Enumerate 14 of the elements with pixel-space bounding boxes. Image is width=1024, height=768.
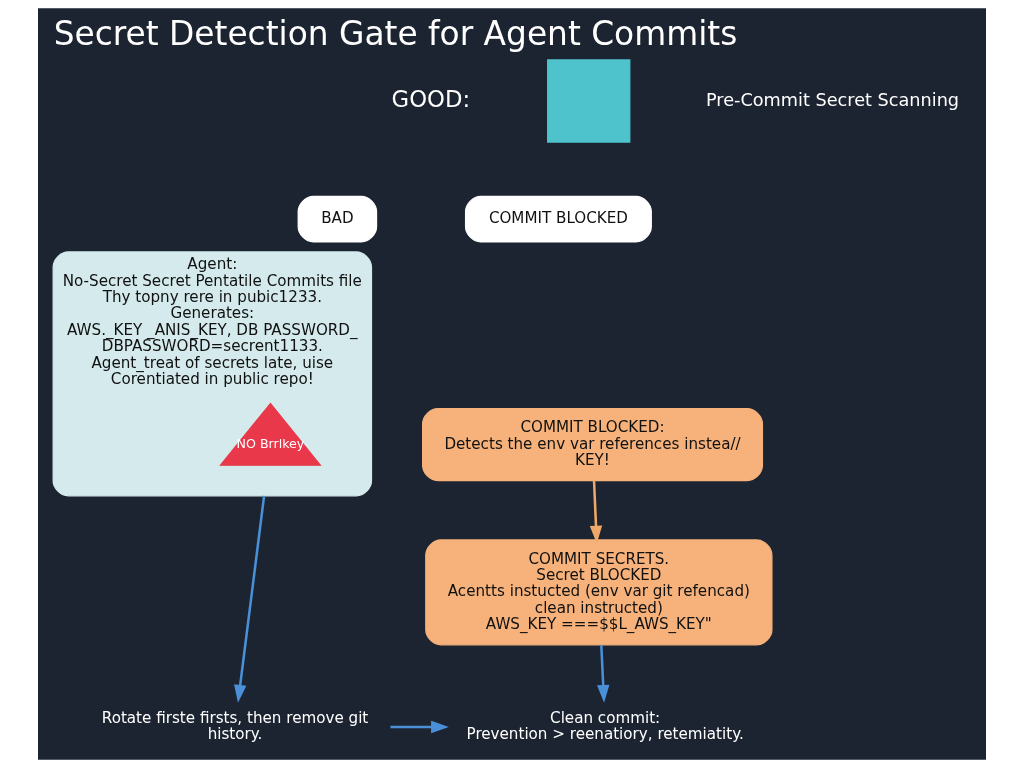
node-box: COMMIT SECRETS. Secret BLOCKED Acentts instucted (env var git refencad) clean instructed) AWS_KEY ===$$L_AWS_KEY" bbox=[425, 539, 773, 646]
node-box bbox=[547, 59, 631, 143]
arrow bbox=[597, 645, 610, 703]
node-text: Clean commit: Prevention > reenatiory, retemiatity. bbox=[466, 708, 744, 744]
label: GOOD: bbox=[391, 85, 471, 112]
node-box: BAD bbox=[297, 195, 378, 243]
node-box: COMMIT BLOCKED bbox=[464, 195, 652, 243]
node-text: Rotate firste firsts, then remove git history. bbox=[101, 708, 369, 744]
arrow bbox=[234, 495, 266, 703]
node-box: COMMIT BLOCKED: Detects the env var references instea// KEY! bbox=[422, 408, 764, 482]
diagram-title: Secret Detection Gate for Agent Commits bbox=[53, 14, 738, 53]
label: Pre-Commit Secret Scanning bbox=[705, 89, 960, 110]
arrow bbox=[589, 480, 603, 544]
arrow bbox=[390, 720, 449, 734]
